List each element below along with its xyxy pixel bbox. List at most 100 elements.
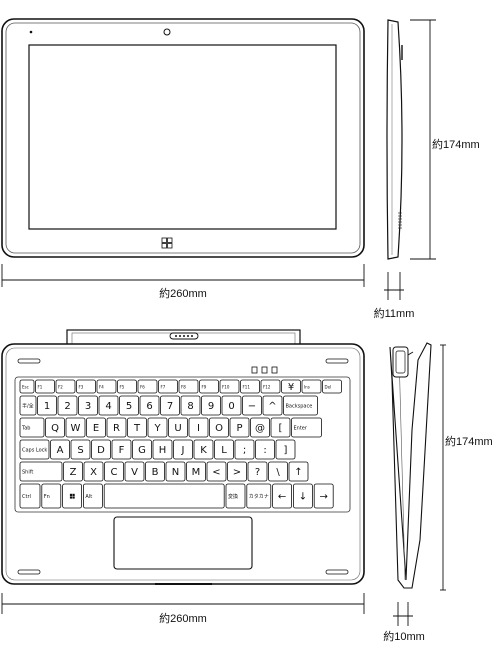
key-f9[interactable]: F9 [199, 379, 219, 394]
key-e[interactable]: E [86, 417, 106, 438]
key-↑[interactable]: ↑ [288, 461, 309, 482]
svg-text:M: M [192, 467, 201, 478]
svg-text:Caps Lock: Caps Lock [22, 448, 47, 454]
key-i[interactable]: I [188, 417, 209, 438]
key-→[interactable]: → [313, 483, 334, 509]
key-caps-lock[interactable]: Caps Lock [19, 439, 50, 460]
svg-text:8: 8 [187, 401, 193, 412]
key-esc[interactable]: Esc [19, 379, 35, 394]
key-v[interactable]: V [124, 461, 145, 482]
key-tab[interactable]: Tab [19, 417, 45, 438]
key-半/全[interactable]: 半/全 [19, 395, 37, 416]
key-r[interactable]: R [106, 417, 127, 438]
key-8[interactable]: 8 [180, 395, 201, 416]
svg-text:X: X [90, 467, 97, 478]
key-g[interactable]: G [132, 439, 152, 460]
key-:[interactable]: : [255, 439, 275, 460]
key-y[interactable]: Y [147, 417, 168, 438]
trackpad[interactable] [113, 516, 253, 570]
key-^[interactable]: ^ [262, 395, 283, 416]
key-f1[interactable]: F1 [35, 379, 55, 394]
key-del[interactable]: Del [322, 379, 342, 394]
key-2[interactable]: 2 [57, 395, 78, 416]
key-enter[interactable]: Enter [291, 417, 322, 438]
key-o[interactable]: O [209, 417, 229, 438]
key-カタカナ[interactable]: カタカナ [246, 483, 272, 509]
key-j[interactable]: J [173, 439, 193, 460]
key-q[interactable]: Q [45, 417, 65, 438]
key-←[interactable]: ← [272, 483, 293, 509]
key-alt[interactable]: Alt [83, 483, 103, 509]
key-変換[interactable]: 変換 [225, 483, 246, 509]
key-ins[interactable]: Ins [301, 379, 322, 394]
tablet-height-dimension: 約174mm [410, 19, 480, 260]
svg-text:カタカナ: カタカナ [249, 493, 269, 500]
key-6[interactable]: 6 [139, 395, 160, 416]
tablet-side-view [386, 19, 403, 260]
svg-text:半/全: 半/全 [22, 403, 34, 410]
key-h[interactable]: H [152, 439, 173, 460]
key-f6[interactable]: F6 [137, 379, 158, 394]
key-3[interactable]: 3 [78, 395, 98, 416]
key-p[interactable]: P [229, 417, 250, 438]
key-f2[interactable]: F2 [55, 379, 76, 394]
key-f11[interactable]: F11 [240, 379, 260, 394]
key-−[interactable]: − [242, 395, 262, 416]
svg-text:F: F [119, 445, 125, 456]
key-t[interactable]: T [127, 417, 147, 438]
key-7[interactable]: 7 [160, 395, 180, 416]
key-<[interactable]: < [206, 461, 227, 482]
key-a[interactable]: A [50, 439, 70, 460]
svg-text:7: 7 [167, 401, 173, 412]
key-space[interactable] [103, 483, 225, 509]
key-u[interactable]: U [168, 417, 188, 438]
key-shift[interactable]: Shift [19, 461, 63, 482]
key-f7[interactable]: F7 [158, 379, 178, 394]
key-b[interactable]: B [145, 461, 165, 482]
key-f4[interactable]: F4 [96, 379, 117, 394]
key-f12[interactable]: F12 [260, 379, 281, 394]
svg-text:9: 9 [208, 401, 214, 412]
svg-text:C: C [111, 467, 118, 478]
key-k[interactable]: K [193, 439, 214, 460]
key-¥[interactable]: ¥ [281, 379, 301, 394]
key-z[interactable]: Z [63, 461, 83, 482]
key-4[interactable]: 4 [98, 395, 119, 416]
key-↓[interactable]: ↓ [292, 483, 313, 509]
key-][interactable]: ] [275, 439, 296, 460]
key-ctrl[interactable]: Ctrl [19, 483, 41, 509]
keyboard-height-label: 約174mm [445, 434, 493, 448]
key-backspace[interactable]: Backspace [283, 395, 318, 416]
key-?[interactable]: ? [247, 461, 268, 482]
key-@[interactable]: @ [250, 417, 270, 438]
key-d[interactable]: D [91, 439, 111, 460]
key-f3[interactable]: F3 [76, 379, 96, 394]
key-;[interactable]: ; [234, 439, 255, 460]
key-fn[interactable]: Fn [41, 483, 62, 509]
key-w[interactable]: W [65, 417, 86, 438]
key-f10[interactable]: F10 [219, 379, 240, 394]
key-[[interactable]: [ [270, 417, 291, 438]
key-l[interactable]: L [214, 439, 234, 460]
key-n[interactable]: N [165, 461, 186, 482]
key-c[interactable]: C [104, 461, 124, 482]
svg-text:D: D [97, 445, 105, 456]
windows-key-icon[interactable] [62, 483, 82, 509]
svg-text:3: 3 [85, 401, 91, 412]
key-1[interactable]: 1 [37, 395, 57, 416]
svg-text:B: B [152, 467, 159, 478]
key-x[interactable]: X [83, 461, 104, 482]
svg-text:F3: F3 [79, 385, 84, 390]
key-m[interactable]: M [186, 461, 206, 482]
key-\[interactable]: \ [268, 461, 288, 482]
key-f5[interactable]: F5 [117, 379, 137, 394]
svg-text:4: 4 [105, 401, 111, 412]
key-s[interactable]: S [70, 439, 91, 460]
key-9[interactable]: 9 [201, 395, 221, 416]
key-0[interactable]: 0 [221, 395, 242, 416]
key-f8[interactable]: F8 [178, 379, 199, 394]
key-f[interactable]: F [111, 439, 132, 460]
key-5[interactable]: 5 [119, 395, 139, 416]
key->[interactable]: > [227, 461, 247, 482]
svg-text:F6: F6 [140, 385, 145, 390]
